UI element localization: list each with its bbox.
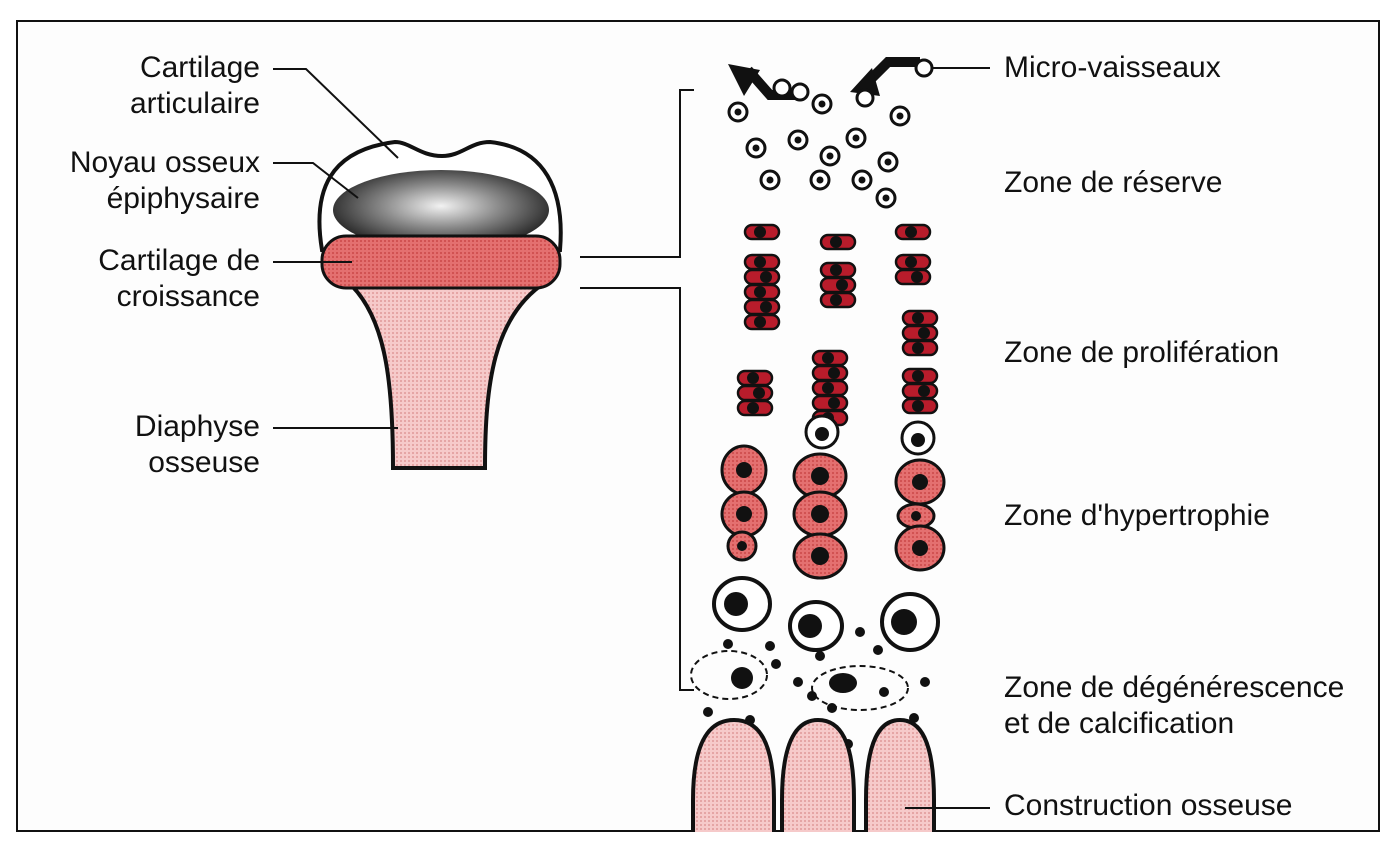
proliferation-cell bbox=[743, 283, 781, 301]
proliferation-cell bbox=[743, 268, 781, 286]
hypertrophic-cell bbox=[894, 524, 946, 572]
noyau-osseux-shape bbox=[333, 170, 549, 250]
proliferation-cell bbox=[901, 397, 939, 415]
label-zone-hypertrophie: Zone d'hypertrophie bbox=[1004, 499, 1270, 532]
calcification-dot bbox=[815, 651, 825, 661]
diaphyse-shape bbox=[347, 284, 546, 470]
calcification-dot bbox=[703, 707, 713, 717]
calcification-dot bbox=[920, 677, 930, 687]
hypertrophic-cell bbox=[726, 530, 758, 562]
hypertrophic-cell bbox=[720, 490, 768, 538]
proliferation-cell bbox=[819, 233, 857, 251]
proliferation-cell bbox=[743, 313, 781, 331]
reserve-cell bbox=[809, 169, 831, 191]
proliferation-cell bbox=[743, 298, 781, 316]
proliferation-cell bbox=[743, 253, 781, 271]
reserve-cell bbox=[845, 127, 867, 149]
arrow-left-icon bbox=[744, 66, 800, 100]
degenerating-cell bbox=[788, 600, 844, 652]
calcification-dot bbox=[855, 627, 865, 637]
reserve-cell bbox=[889, 105, 911, 127]
calcification-dot bbox=[723, 639, 733, 649]
degenerating-cell bbox=[712, 576, 772, 632]
hypertrophy-cells bbox=[720, 414, 946, 580]
reserve-cell bbox=[787, 129, 809, 151]
calcification-dot bbox=[827, 703, 837, 713]
transitional-cell bbox=[804, 414, 840, 450]
proliferation-cell bbox=[901, 339, 939, 357]
calcification-dot bbox=[793, 677, 803, 687]
hypertrophic-cell bbox=[896, 502, 936, 530]
proliferation-cell bbox=[901, 382, 939, 400]
reserve-cells bbox=[727, 93, 911, 209]
hypertrophic-cell bbox=[792, 490, 848, 538]
label-zone-reserve: Zone de réserve bbox=[1004, 166, 1223, 199]
proliferation-cell bbox=[901, 309, 939, 327]
proliferation-cell bbox=[819, 291, 857, 309]
proliferation-cells bbox=[736, 223, 939, 427]
hypertrophic-cell bbox=[894, 458, 946, 506]
proliferation-cell bbox=[819, 261, 857, 279]
reserve-cell bbox=[745, 137, 767, 159]
label-construction-osseuse: Construction osseuse bbox=[1004, 789, 1293, 822]
left-leader-lines bbox=[273, 68, 399, 429]
label-micro-vaisseaux: Micro-vaisseaux bbox=[1004, 51, 1221, 84]
calcification-dot bbox=[909, 713, 919, 723]
calcification-dot bbox=[771, 659, 781, 669]
micro-vaisseaux bbox=[728, 57, 934, 108]
construction-osseuse-shapes bbox=[691, 717, 936, 832]
calcification-dot bbox=[879, 687, 889, 697]
label-zone-proliferation: Zone de prolifération bbox=[1004, 336, 1280, 369]
hypertrophic-cell bbox=[792, 452, 848, 500]
reserve-cell bbox=[759, 169, 781, 191]
bone-illustration bbox=[317, 139, 563, 470]
calcification-dot bbox=[873, 645, 883, 655]
hypertrophic-cell bbox=[792, 532, 848, 580]
calcification-dot bbox=[765, 641, 775, 651]
proliferation-cell bbox=[736, 384, 774, 402]
reserve-cell bbox=[727, 101, 749, 123]
proliferation-cell bbox=[894, 223, 932, 241]
proliferation-cell bbox=[894, 268, 932, 286]
reserve-cell bbox=[851, 169, 873, 191]
proliferation-cell bbox=[819, 276, 857, 294]
proliferation-cell bbox=[811, 394, 849, 412]
proliferation-cell bbox=[736, 399, 774, 417]
hypertrophic-cell bbox=[720, 444, 768, 496]
proliferation-cell bbox=[811, 364, 849, 382]
figure-frame bbox=[16, 20, 1380, 832]
proliferation-cell bbox=[894, 253, 932, 271]
reserve-cell bbox=[875, 187, 897, 209]
reserve-cell bbox=[877, 151, 899, 173]
reserve-cell bbox=[819, 145, 841, 167]
zoom-bracket bbox=[580, 89, 694, 691]
transitional-cell bbox=[900, 420, 936, 456]
proliferation-cell bbox=[736, 369, 774, 387]
proliferation-cell bbox=[901, 324, 939, 342]
proliferation-cell bbox=[811, 349, 849, 367]
proliferation-cell bbox=[743, 223, 781, 241]
calcification-dot bbox=[807, 691, 817, 701]
reserve-cell bbox=[811, 93, 833, 115]
degenerating-cell bbox=[880, 592, 940, 652]
cartilage-croissance-shape bbox=[320, 234, 562, 290]
proliferation-cell bbox=[901, 367, 939, 385]
proliferation-cell bbox=[811, 379, 849, 397]
